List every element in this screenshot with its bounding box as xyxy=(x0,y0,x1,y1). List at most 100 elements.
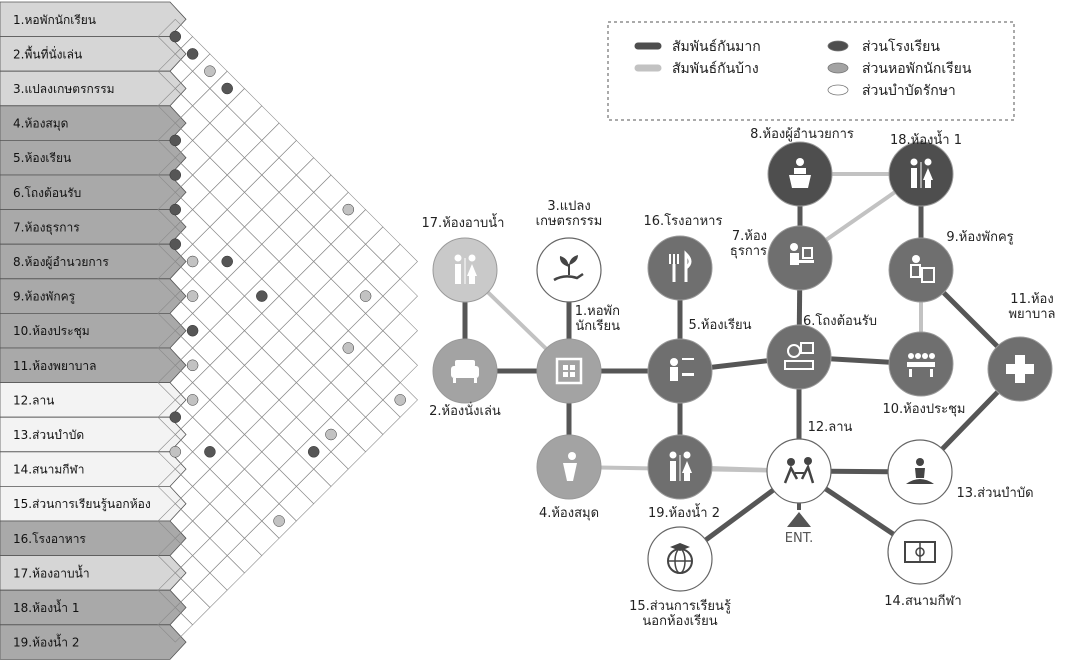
matrix-cell xyxy=(382,312,418,349)
matrix-row xyxy=(0,624,187,660)
sofa-icon xyxy=(451,360,479,383)
matrix-row-label: 8.ห้องผู้อำนวยการ xyxy=(13,255,109,270)
room-node: 18.ห้องน้ำ 1 xyxy=(888,130,962,207)
room-node: 5.ห้องเรียน xyxy=(647,317,752,404)
room-node: 13.ส่วนบำบัด xyxy=(887,439,1034,505)
matrix-row-label: 18.ห้องน้ำ 1 xyxy=(13,599,79,615)
matrix-cell xyxy=(244,485,280,522)
meditation-icon xyxy=(906,458,934,484)
matrix-cell xyxy=(278,312,315,349)
matrix-cell xyxy=(192,226,228,262)
matrix-cell xyxy=(278,485,315,522)
matrix-cell xyxy=(209,312,245,349)
matrix-cell xyxy=(295,226,332,262)
matrix-relation-dot xyxy=(186,255,199,268)
matrix-row-label: 12.ลาน xyxy=(13,393,54,407)
entrance-triangle xyxy=(787,512,811,527)
matrix-relation-dot xyxy=(273,515,285,527)
matrix-cell xyxy=(192,330,228,366)
room-node: 15.ส่วนการเรียนรู้นอกห้องเรียน xyxy=(629,526,731,629)
matrix-row xyxy=(0,174,187,211)
room-label: นักเรียน xyxy=(575,318,620,334)
room-node: 2.ห้องนั่งเล่น xyxy=(429,338,501,419)
matrix-cell xyxy=(244,243,280,280)
matrix-cell xyxy=(278,209,315,245)
matrix-cell xyxy=(278,416,315,453)
legend: สัมพันธ์กันมากสัมพันธ์กันบ้างส่วนโรงเรีย… xyxy=(607,21,1015,121)
matrix-relation-dot xyxy=(359,290,372,302)
matrix-cell xyxy=(365,261,401,297)
matrix-cell xyxy=(244,416,280,453)
matrix-cell xyxy=(347,312,384,349)
room-node: 10.ห้องประชุม xyxy=(882,331,966,417)
matrix-row-label: 6.โถงต้อนรับ xyxy=(13,186,81,200)
restroom-icon xyxy=(910,158,933,188)
matrix-cell xyxy=(192,503,228,539)
sports-field-icon xyxy=(904,541,936,563)
matrix-cell xyxy=(261,261,297,297)
matrix-cell xyxy=(192,88,228,124)
matrix-relation-dot xyxy=(342,342,355,354)
matrix-cell xyxy=(365,295,401,332)
room-node-circle xyxy=(647,338,713,404)
matrix-cell xyxy=(330,364,367,401)
matrix-cell xyxy=(244,451,280,487)
matrix-row-label: 5.ห้องเรียน xyxy=(13,151,71,165)
matrix-row xyxy=(0,589,187,626)
room-label: 17.ห้องอาบน้ำ xyxy=(422,213,505,231)
desk-worker-icon xyxy=(790,243,814,265)
matrix-relation-dot xyxy=(342,203,355,216)
matrix-cell xyxy=(209,278,245,314)
matrix-cell xyxy=(278,174,315,211)
matrix-row-label: 15.ส่วนการเรียนรู้นอกห้อง xyxy=(13,497,151,512)
matrix-cell xyxy=(244,347,280,384)
matrix-cell xyxy=(278,347,315,384)
matrix-row-label: 16.โรงอาหาร xyxy=(13,532,86,546)
matrix-dots xyxy=(169,30,406,527)
matrix-cell xyxy=(192,364,228,401)
matrix-cell xyxy=(244,520,280,557)
room-label: 10.ห้องประชุม xyxy=(882,402,965,417)
matrix-cell xyxy=(261,122,297,159)
matrix-relation-dot xyxy=(256,290,268,302)
matrix-cell xyxy=(347,243,384,280)
matrix-cell xyxy=(226,261,263,297)
matrix-row-label: 4.ห้องสมุด xyxy=(13,117,68,132)
matrix-relation-dot xyxy=(394,394,406,406)
room-label: 14.สนามกีฬา xyxy=(884,593,961,609)
matrix-row xyxy=(0,520,187,556)
matrix-cell xyxy=(209,520,245,557)
room-node-circle xyxy=(536,338,602,404)
matrix-cell xyxy=(209,174,245,211)
matrix-cell xyxy=(261,191,297,228)
matrix-cell xyxy=(313,209,349,245)
room-node: 9.ห้องพักครู xyxy=(888,230,1014,303)
matrix-cell xyxy=(226,330,263,366)
restroom-icon xyxy=(454,254,477,284)
matrix-cell xyxy=(347,416,384,453)
speaker-podium-icon xyxy=(789,158,811,188)
room-label: 5.ห้องเรียน xyxy=(688,317,751,333)
matrix-relation-dot xyxy=(169,169,182,181)
room-node: 1.หอพักนักเรียน xyxy=(536,304,620,404)
matrix-row-label: 3.แปลงเกษตรกรรม xyxy=(13,82,115,96)
matrix-cell xyxy=(278,139,315,176)
matrix-cell xyxy=(278,278,315,314)
room-node: 11.ห้องพยาบาล xyxy=(987,292,1056,402)
matrix-cell xyxy=(330,295,367,332)
matrix-cell xyxy=(226,122,263,159)
room-node: 19.ห้องน้ำ 2 xyxy=(647,434,720,521)
matrix-cell xyxy=(226,503,263,539)
relationship-matrix: 1.หอพักนักเรียน2.พื้นที่นั่งเล่น3.แปลงเก… xyxy=(0,1,418,660)
matrix-cell xyxy=(365,330,401,366)
reader-icon xyxy=(563,452,577,481)
matrix-cell xyxy=(330,399,367,435)
matrix-row-label: 2.พื้นที่นั่งเล่น xyxy=(13,45,82,61)
matrix-row xyxy=(0,278,187,314)
matrix-row xyxy=(0,555,187,591)
plant-hand-icon xyxy=(553,255,584,282)
matrix-cell xyxy=(313,382,349,418)
matrix-cell xyxy=(382,243,418,280)
matrix-cell xyxy=(261,434,297,470)
matrix-row xyxy=(0,209,187,245)
